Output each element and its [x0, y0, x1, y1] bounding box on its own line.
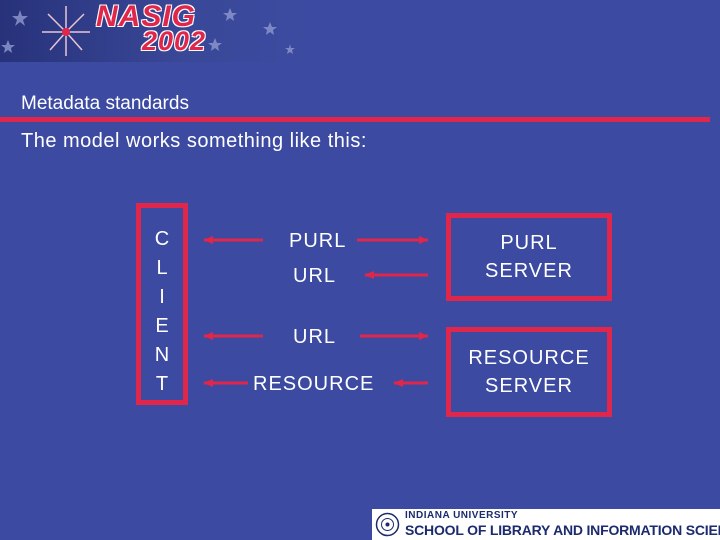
flow-label-url-request: URL [293, 326, 337, 348]
client-letter: T [155, 373, 169, 395]
resource-server-label-line: SERVER [485, 375, 573, 397]
client-letter: L [156, 257, 168, 279]
flow-label-purl: PURL [289, 230, 347, 252]
client-letter: I [159, 286, 165, 308]
fireworks-stars-icon [1, 6, 295, 56]
title-divider [0, 117, 710, 122]
logo-banner: NASIG 2002 [0, 0, 310, 62]
logo-name: NASIG [96, 0, 197, 33]
resource-server-box: RESOURCE SERVER [446, 327, 612, 417]
slide-subtitle: The model works something like this: [21, 130, 367, 152]
slide-title: Metadata standards [21, 93, 189, 114]
flow-label-resource: RESOURCE [253, 373, 375, 395]
client-box: C L I E N T [136, 203, 188, 405]
client-letter: N [154, 344, 170, 366]
purl-server-box: PURL SERVER [446, 213, 612, 301]
logo-year: 2002 [142, 26, 207, 56]
purl-server-label-line: PURL [500, 232, 558, 254]
client-label: C L I E N T [141, 225, 183, 399]
footer-school: SCHOOL OF LIBRARY AND INFORMATION SCIENC… [405, 522, 720, 538]
university-seal-icon [375, 512, 400, 537]
flow-label-url-return: URL [293, 265, 337, 287]
client-letter: E [155, 315, 169, 337]
purl-server-label-line: SERVER [485, 260, 573, 282]
client-letter: C [154, 228, 170, 250]
footer-university: INDIANA UNIVERSITY [405, 510, 519, 521]
footer-logo: INDIANA UNIVERSITY SCHOOL OF LIBRARY AND… [372, 509, 720, 540]
resource-server-label-line: RESOURCE [468, 347, 590, 369]
